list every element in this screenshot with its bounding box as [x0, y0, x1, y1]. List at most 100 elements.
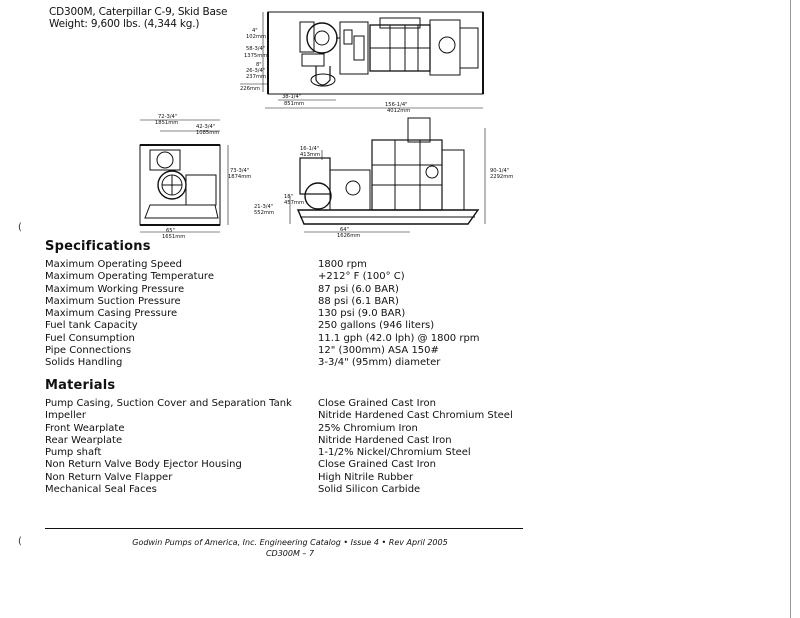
dim-label: 1626mm [337, 233, 360, 239]
dim-label: 226mm [240, 86, 260, 92]
material-label: Non Return Valve Flapper [45, 471, 173, 483]
spec-row: Maximum Operating Speed 1800 rpm [45, 259, 480, 271]
material-row: Non Return Valve Body Ejector Housing Clo… [45, 459, 513, 471]
dim-label: 413mm [300, 152, 320, 158]
dim-label: 38-1/4" [282, 94, 301, 100]
spec-row: Solids Handling 3-3/4" (95mm) diameter [45, 357, 480, 369]
dim-label: 90-1/4" [490, 168, 509, 174]
dim-label: 4012mm [387, 108, 410, 114]
dim-label: 8" [256, 62, 262, 68]
specifications-table: Maximum Operating Speed 1800 rpm Maximum … [45, 259, 480, 370]
spec-label: Maximum Suction Pressure [45, 295, 181, 307]
spec-label: Pipe Connections [45, 345, 132, 357]
spec-row: Fuel tank Capacity 250 gallons (946 liter… [45, 320, 480, 332]
spec-label: Fuel tank Capacity [45, 320, 138, 332]
material-label: Pump shaft [45, 447, 102, 459]
dim-label: 18" [284, 194, 293, 200]
spec-label: Maximum Operating Temperature [45, 271, 214, 283]
margin-mark: ( [18, 536, 22, 547]
material-label: Mechanical Seal Faces [45, 484, 157, 496]
material-label: Rear Wearplate [45, 434, 123, 446]
spec-value: 3-3/4" (95mm) diameter [318, 357, 441, 369]
dim-label: 65" [166, 228, 175, 234]
technical-drawings: 4" 102mm 58-3/4" 1375mm 8" 26-3/4" 237mm… [139, 11, 513, 240]
end-view-dims: 72-3/4" 1851mm 42-3/4" 1085mm 73-3/4" 18… [155, 114, 251, 240]
material-row: Rear Wearplate Nitride Hardened Cast Iron [45, 435, 513, 447]
dim-label: 457mm [284, 200, 304, 206]
spec-label: Maximum Working Pressure [45, 283, 185, 295]
spec-value: 250 gallons (946 liters) [318, 320, 435, 332]
dim-label: 1851mm [155, 120, 178, 126]
materials-table: Pump Casing, Suction Cover and Separatio… [45, 398, 513, 496]
dim-label: 4" [252, 28, 258, 34]
spec-row: Pipe Connections 12" (300mm) ASA 150# [45, 345, 480, 357]
dim-label: 156-1/4" [385, 102, 408, 108]
specifications-heading: Specifications [45, 239, 151, 254]
material-value: Close Grained Cast Iron [318, 459, 436, 471]
material-row: Front Wearplate 25% Chromium Iron [45, 423, 513, 435]
material-value: Nitride Hardened Cast Chromium Steel [318, 410, 513, 422]
model-line: CD300M, Caterpillar C-9, Skid Base [49, 6, 228, 18]
dim-label: 237mm [246, 74, 266, 80]
material-value: 1-1/2% Nickel/Chromium Steel [318, 447, 471, 459]
footer-catalog-line: Godwin Pumps of America, Inc. Engineerin… [132, 538, 448, 547]
material-row: Impeller Nitride Hardened Cast Chromium S… [45, 410, 513, 422]
material-label: Pump Casing, Suction Cover and Separatio… [45, 398, 292, 409]
spec-row: Maximum Suction Pressure 88 psi (6.1 BAR) [45, 296, 480, 308]
spec-row: Maximum Casing Pressure 130 psi (9.0 BAR) [45, 308, 480, 320]
spec-label: Fuel Consumption [45, 332, 135, 344]
spec-value: 1800 rpm [318, 259, 367, 270]
dim-label: 1375mm [244, 53, 267, 59]
dim-label: 42-3/4" [196, 124, 215, 130]
dim-label: 21-3/4" [254, 204, 273, 210]
material-value: 25% Chromium Iron [318, 422, 418, 434]
footer-page-number: CD300M – 7 [265, 549, 315, 558]
dim-label: 73-3/4" [230, 168, 249, 174]
dim-label: 64" [340, 227, 349, 233]
dim-label: 851mm [284, 101, 304, 107]
dim-label: 72-3/4" [158, 114, 177, 120]
dim-label: 1651mm [162, 234, 185, 240]
plan-view-drawing [240, 11, 484, 109]
page-edge [790, 0, 791, 618]
end-view-drawing [139, 119, 229, 233]
spec-row: Maximum Working Pressure 87 psi (6.0 BAR) [45, 284, 480, 296]
margin-mark: ( [18, 222, 22, 233]
material-label: Impeller [45, 410, 87, 422]
material-row: Mechanical Seal Faces Solid Silicon Carbi… [45, 484, 513, 496]
materials-heading: Materials [45, 378, 116, 393]
material-row: Non Return Valve Flapper High Nitrile Rub… [45, 472, 513, 484]
weight-line: Weight: 9,600 lbs. (4,344 kg.) [49, 18, 200, 30]
material-label: Non Return Valve Body Ejector Housing [45, 459, 242, 471]
footer: Godwin Pumps of America, Inc. Engineerin… [130, 537, 450, 559]
plan-view-dims: 4" 102mm 58-3/4" 1375mm 8" 26-3/4" 237mm… [240, 28, 410, 114]
side-view-drawing [289, 117, 486, 233]
header: CD300M, Caterpillar C-9, Skid Base Weigh… [49, 6, 227, 30]
material-row: Pump Casing, Suction Cover and Separatio… [45, 398, 513, 410]
material-row: Pump shaft 1-1/2% Nickel/Chromium Steel [45, 447, 513, 459]
dim-label: 58-3/4" [246, 46, 265, 52]
material-value: High Nitrile Rubber [318, 471, 414, 483]
spec-label: Maximum Operating Speed [45, 259, 182, 270]
material-value: Solid Silicon Carbide [318, 484, 421, 496]
spec-value: 87 psi (6.0 BAR) [318, 283, 399, 295]
material-label: Front Wearplate [45, 422, 125, 434]
dim-label: 16-1/4" [300, 146, 319, 152]
dim-label: 1085mm [196, 130, 219, 136]
spec-value: 12" (300mm) ASA 150# [318, 345, 439, 357]
spec-value: 11.1 gph (42.0 lph) @ 1800 rpm [318, 332, 480, 344]
dim-label: 2292mm [490, 174, 513, 180]
spec-label: Solids Handling [45, 357, 123, 369]
spec-value: 130 psi (9.0 BAR) [318, 308, 406, 320]
spec-label: Maximum Casing Pressure [45, 308, 178, 320]
spec-value: +212° F (100° C) [318, 271, 405, 283]
dim-label: 552mm [254, 210, 274, 216]
spec-row: Maximum Operating Temperature +212° F (10… [45, 271, 480, 283]
material-value: Close Grained Cast Iron [318, 398, 436, 409]
spec-value: 88 psi (6.1 BAR) [318, 295, 399, 307]
material-value: Nitride Hardened Cast Iron [318, 434, 452, 446]
side-view-dims: 16-1/4" 413mm 18" 457mm 21-3/4" 552mm 90… [254, 146, 513, 239]
dim-label: 26-3/4" [246, 68, 265, 74]
dim-label: 1874mm [228, 174, 251, 180]
footer-divider [45, 528, 523, 529]
